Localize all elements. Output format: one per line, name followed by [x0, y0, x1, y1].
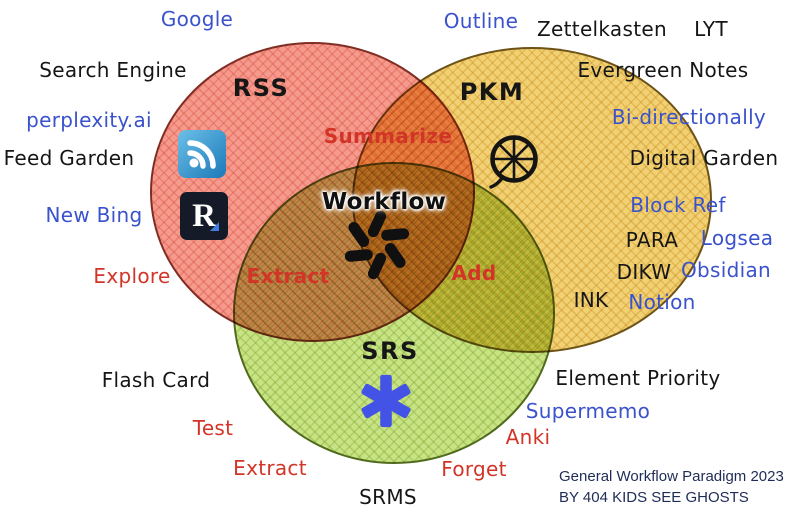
pkm-circle-label: PKM	[459, 78, 525, 106]
label-google: Google	[160, 7, 234, 31]
label-perplexity: perplexity.ai	[26, 108, 152, 132]
label-digital-garden: Digital Garden	[629, 146, 779, 170]
openai-logo-icon	[340, 208, 414, 286]
reader-icon-letter: R	[192, 197, 216, 234]
label-block-ref: Block Ref	[630, 193, 726, 217]
workflow-center-label: Workflow	[321, 189, 447, 215]
attribution-line1: General Workflow Paradigm 2023	[559, 468, 784, 485]
label-obsidian: Obsidian	[681, 258, 771, 282]
reader-icon-accent	[210, 222, 219, 231]
readwise-reader-icon: R	[180, 192, 228, 240]
label-search-engine: Search Engine	[39, 58, 187, 82]
label-zettelkasten: Zettelkasten	[537, 17, 667, 41]
label-evergreen-notes: Evergreen Notes	[577, 58, 749, 82]
srs-circle	[233, 162, 555, 464]
label-element-priority: Element Priority	[555, 366, 721, 390]
label-test: Test	[192, 416, 234, 440]
rss-pkm-overlap-label: Summarize	[323, 124, 453, 148]
pkm-srs-overlap-label: Add	[451, 261, 497, 285]
rss-circle-label: RSS	[232, 74, 290, 102]
label-forget: Forget	[441, 457, 507, 481]
label-explore: Explore	[93, 264, 171, 288]
rss-feed-icon	[178, 130, 226, 182]
label-logsea: Logsea	[700, 226, 774, 250]
label-srms: SRMS	[359, 485, 417, 509]
srs-circle-label: SRS	[361, 337, 419, 365]
attribution-line2: BY 404 KIDS SEE GHOSTS	[559, 489, 749, 506]
anki-star-icon	[358, 373, 414, 433]
label-notion: Notion	[628, 290, 696, 314]
label-flash-card: Flash Card	[101, 368, 211, 392]
label-feed-garden: Feed Garden	[3, 146, 135, 170]
label-ink: INK	[573, 288, 609, 312]
label-lyt: LYT	[694, 17, 728, 41]
label-new-bing: New Bing	[45, 203, 143, 227]
label-extract-bottom: Extract	[233, 456, 307, 480]
label-dikw: DIKW	[616, 260, 672, 284]
label-anki: Anki	[505, 425, 551, 449]
compass-wheel-icon	[481, 130, 547, 200]
rss-srs-overlap-label: Extract	[246, 264, 330, 288]
label-outline: Outline	[443, 9, 519, 33]
label-para: PARA	[625, 228, 679, 252]
label-supermemo: Supermemo	[525, 399, 651, 423]
label-bi-directionally: Bi-directionally	[611, 105, 767, 129]
